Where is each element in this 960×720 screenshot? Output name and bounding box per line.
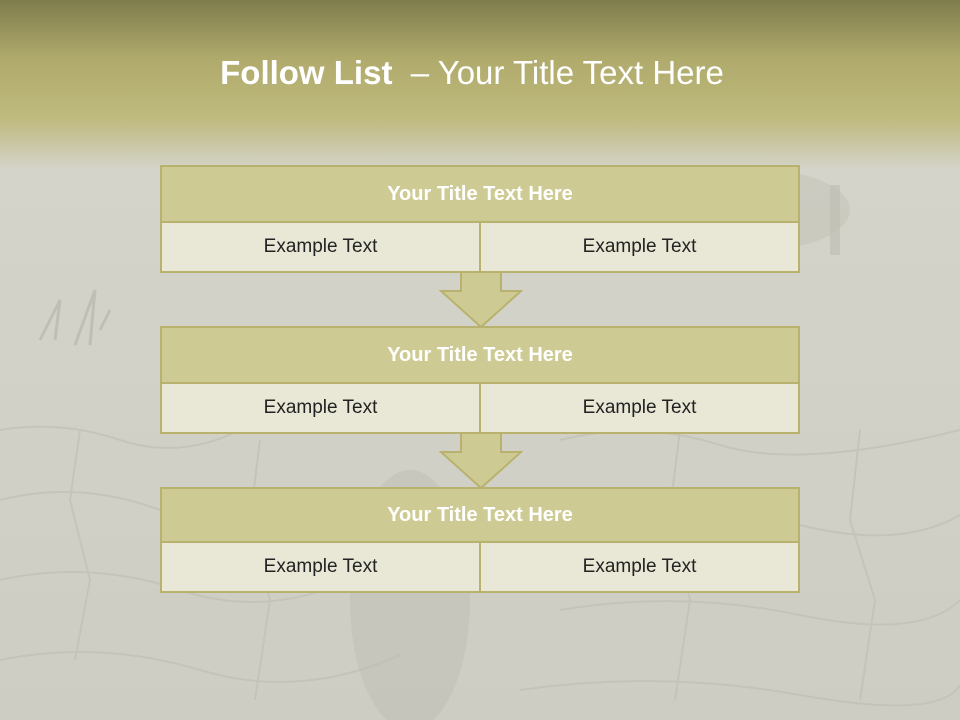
block-cell-right: Example Text	[479, 223, 798, 271]
block-cell-left: Example Text	[162, 223, 479, 271]
block-title: Your Title Text Here	[162, 328, 798, 384]
block-row: Example Text Example Text	[162, 223, 798, 271]
block-title: Your Title Text Here	[162, 167, 798, 223]
block-row: Example Text Example Text	[162, 543, 798, 591]
block-cell-left: Example Text	[162, 384, 479, 432]
down-arrow-icon	[439, 271, 523, 329]
block-cell-right: Example Text	[479, 543, 798, 591]
list-block-2: Your Title Text Here Example Text Exampl…	[160, 326, 800, 434]
slide-title: Follow List – Your Title Text Here	[0, 54, 944, 92]
block-row: Example Text Example Text	[162, 384, 798, 432]
down-arrow-icon	[439, 432, 523, 490]
slide-title-rest: – Your Title Text Here	[392, 54, 724, 91]
block-cell-right: Example Text	[479, 384, 798, 432]
block-title: Your Title Text Here	[162, 489, 798, 543]
header-band	[0, 0, 960, 170]
slide-title-bold: Follow List	[220, 54, 393, 91]
list-block-1: Your Title Text Here Example Text Exampl…	[160, 165, 800, 273]
list-block-3: Your Title Text Here Example Text Exampl…	[160, 487, 800, 593]
block-cell-left: Example Text	[162, 543, 479, 591]
